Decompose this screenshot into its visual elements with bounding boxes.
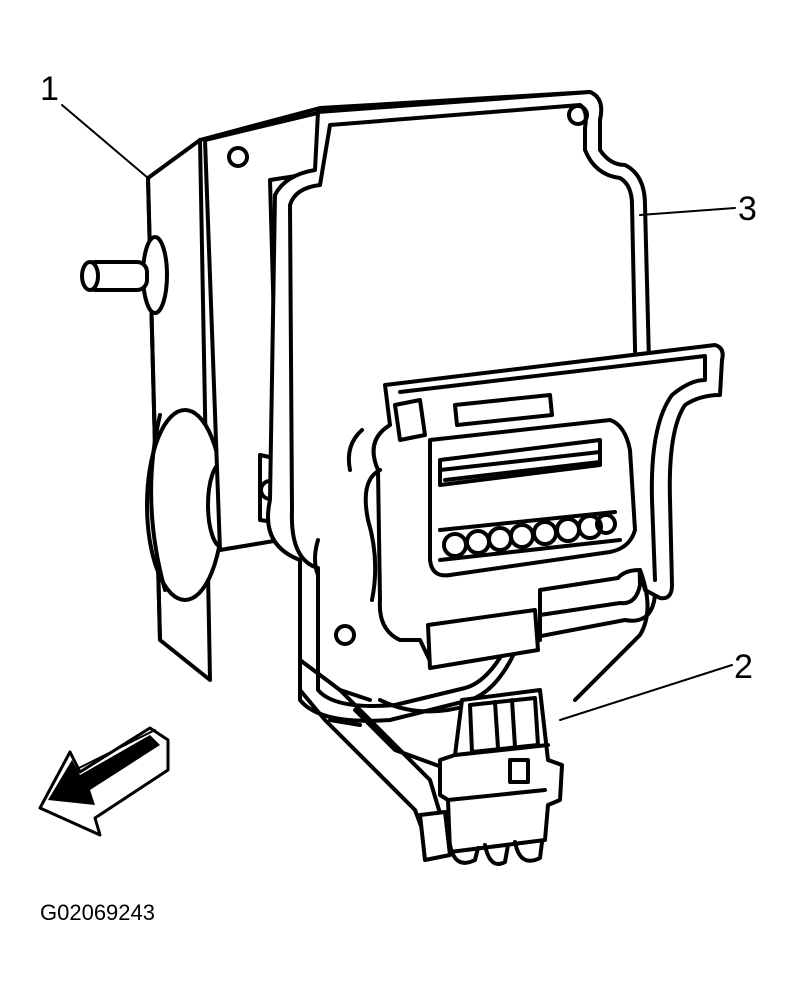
figure-code: G02069243: [40, 900, 155, 925]
direction-arrow-icon: [40, 728, 168, 835]
module-connector-socket: [349, 345, 723, 668]
callout-2-label: 2: [734, 648, 753, 686]
motor-shaft: [82, 237, 167, 313]
callout-1-label: 1: [40, 70, 59, 108]
electrical-connector: [420, 690, 562, 864]
callout-leaders: [62, 105, 735, 720]
callout-3-label: 3: [738, 190, 757, 228]
